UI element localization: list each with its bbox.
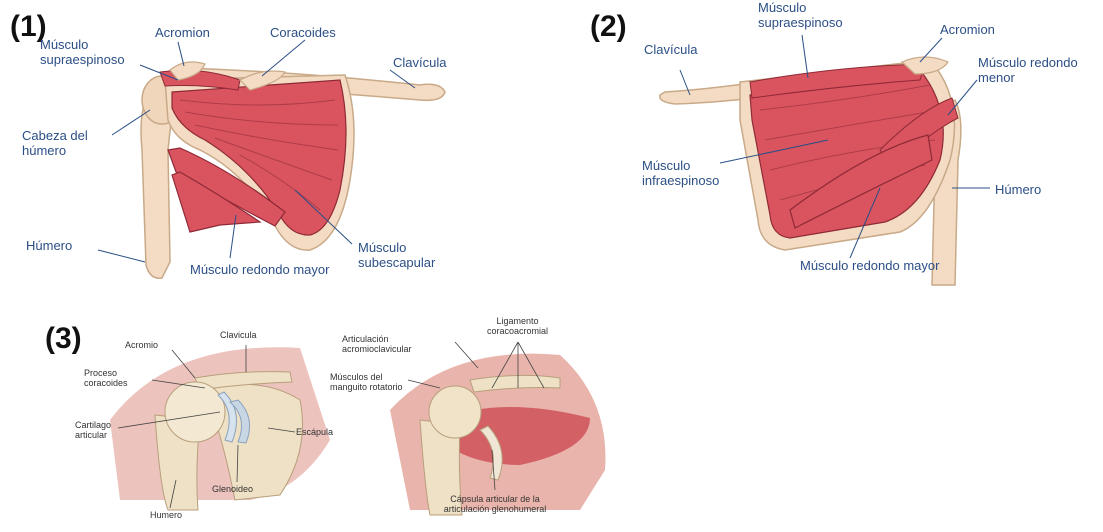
label-cabeza-humero: Cabeza del húmero: [22, 128, 122, 158]
label-manguito: Músculos del manguito rotatorio: [330, 372, 410, 392]
label-humero: Húmero: [26, 238, 72, 253]
label-clavicula: Clavicula: [220, 330, 257, 340]
label-redondo-menor: Músculo redondo menor: [978, 55, 1098, 85]
panel-2-number: (2): [590, 12, 627, 42]
label-capsula: Cápsula articular de la articulación gle…: [440, 494, 550, 514]
panel-3-shoulder-joint: (3) Acromio Clavicula Proceso coracoides…: [0, 300, 620, 532]
label-humero: Húmero: [995, 182, 1041, 197]
label-infraespinoso: Músculo infraespinoso: [642, 158, 742, 188]
label-ligamento: Ligamento coracoacromial: [470, 316, 565, 336]
label-redondo-mayor: Músculo redondo mayor: [190, 262, 330, 277]
label-glenoideo: Glenoideo: [212, 484, 253, 494]
label-clavicula: Clavícula: [393, 55, 446, 70]
label-cartilago: Cartilago articular: [75, 420, 125, 440]
label-clavicula: Clavícula: [644, 42, 697, 57]
panel-1-anterior-shoulder: (1) Acromion Coracoides Clavícula Múscul…: [0, 0, 520, 300]
panel-3-number: (3): [45, 324, 82, 354]
label-art-acromioclavicular: Articulación acromioclavicular: [342, 334, 432, 354]
label-acromion: Acromion: [155, 25, 210, 40]
right-humeral-head: [429, 386, 481, 438]
label-coracoides: Coracoides: [270, 25, 336, 40]
label-redondo-mayor: Músculo redondo mayor: [800, 258, 940, 273]
left-humeral-head: [165, 382, 225, 442]
label-escapula: Escápula: [296, 427, 333, 437]
label-acromion: Acromion: [940, 22, 995, 37]
panel-2-posterior-shoulder: (2) Clavícula Músculo supraespinoso Acro…: [580, 0, 1100, 300]
label-acromio: Acromio: [125, 340, 158, 350]
label-proceso-coracoides: Proceso coracoides: [84, 368, 154, 388]
label-subescapular: Músculo subescapular: [358, 240, 468, 270]
label-supraespinoso: Músculo supraespinoso: [40, 37, 150, 67]
label-humero: Humero: [150, 510, 182, 520]
label-supraespinoso: Músculo supraespinoso: [758, 0, 868, 30]
